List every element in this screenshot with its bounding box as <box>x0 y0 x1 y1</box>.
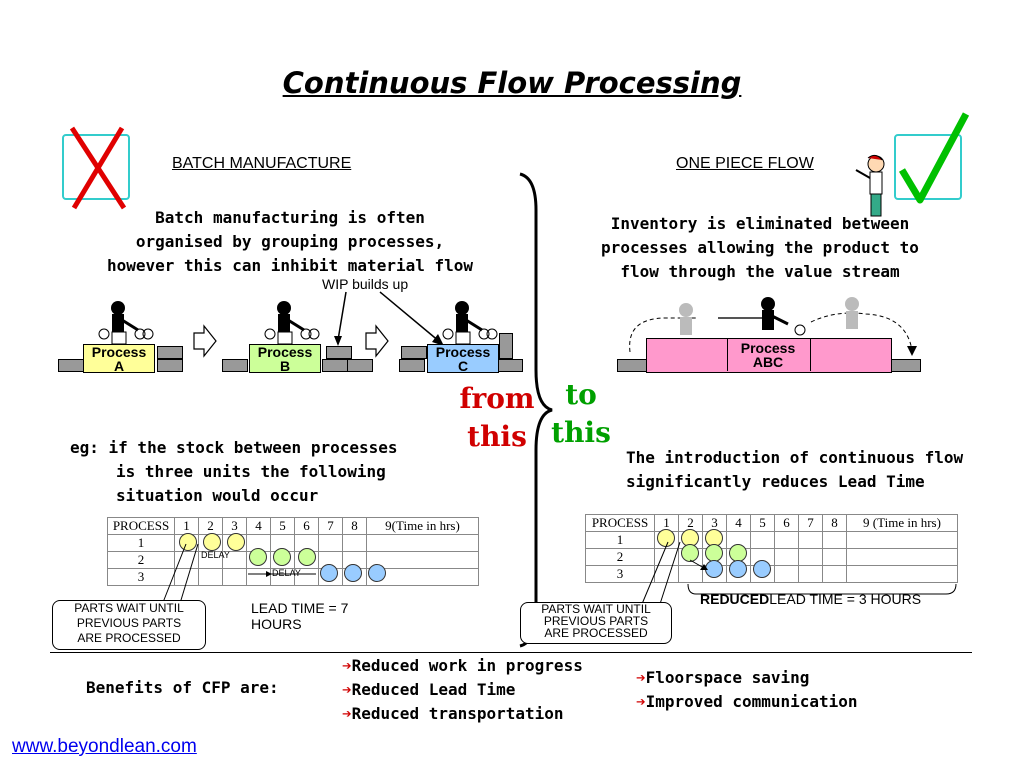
benefit-item: ➔Reduced work in progress <box>342 656 583 675</box>
check-mark-icon <box>892 108 972 212</box>
red-arrow-icon: ➔ <box>636 692 646 711</box>
right-arrow-icon <box>365 324 389 358</box>
right-arrow-icon <box>193 324 217 358</box>
benefit-item: ➔Reduced Lead Time <box>342 680 516 699</box>
benefits-list-1: ➔Reduced work in progress ➔Reduced Lead … <box>342 654 583 726</box>
flow-callout-lines <box>641 541 708 605</box>
benefits-label: Benefits of CFP are: <box>86 678 279 697</box>
footer-divider <box>50 652 972 653</box>
example-text: eg: if the stock between processes is th… <box>70 438 398 505</box>
website-link[interactable]: www.beyondlean.com <box>12 736 197 757</box>
one-piece-heading: ONE PIECE FLOW <box>676 155 814 172</box>
benefits-list-2: ➔Floorspace saving ➔Improved communicati… <box>636 666 858 714</box>
worker-icon <box>761 297 806 336</box>
benefit-item: ➔Floorspace saving <box>636 668 810 687</box>
reduced-bracket <box>687 583 957 595</box>
page-title: Continuous Flow Processing <box>282 66 742 100</box>
delay-arrows <box>159 543 316 611</box>
worker-icon <box>98 301 154 345</box>
red-arrow-icon: ➔ <box>342 680 352 699</box>
wip-arrows <box>334 291 444 346</box>
benefit-item: ➔Improved communication <box>636 692 858 711</box>
flow-desc: The introduction of continuous flow sign… <box>626 448 964 491</box>
red-arrow-icon: ➔ <box>342 704 352 723</box>
process-abc-cell <box>646 338 892 373</box>
wip-label: WIP builds up <box>322 276 409 292</box>
flow-intro: Inventory is eliminated between processe… <box>601 214 919 281</box>
red-arrow-icon: ➔ <box>342 656 352 675</box>
batch-intro: Batch manufacturing is often organised b… <box>106 208 474 275</box>
reduced-lead-time: REDUCEDLEAD TIME = 3 HOURS <box>700 591 922 607</box>
red-arrow-icon: ➔ <box>636 668 646 687</box>
benefit-item: ➔Reduced transportation <box>342 704 564 723</box>
flow-path <box>629 297 917 356</box>
worker-icon <box>442 301 498 345</box>
delay-label-2: DELAY <box>272 568 301 578</box>
delay-label-1: DELAY <box>201 550 230 560</box>
x-mark-icon <box>58 118 138 212</box>
batch-heading: BATCH MANUFACTURE <box>172 155 352 172</box>
worker-icon <box>264 301 320 345</box>
manager-icon <box>855 154 885 217</box>
